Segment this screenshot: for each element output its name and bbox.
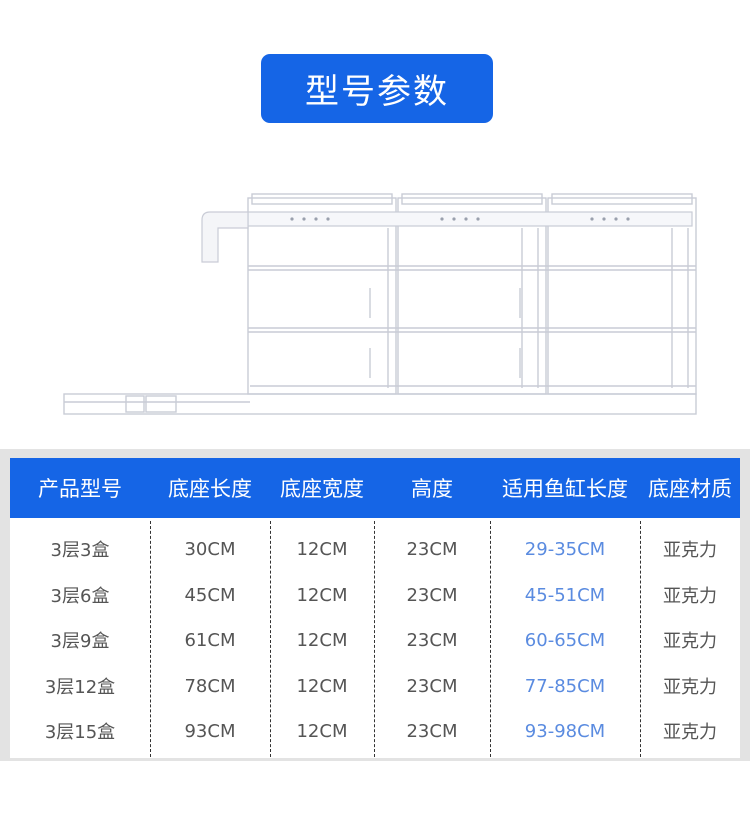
cell-base-material: 亚克力 [663, 722, 717, 743]
table-row: 3层9盒 61CM 12CM 23CM 60-65CM 亚克力 [10, 617, 740, 663]
column-divider [374, 521, 375, 757]
cell-model: 3层6盒 [50, 586, 110, 607]
column-divider [640, 521, 641, 757]
cell-height: 23CM [406, 538, 458, 560]
cell-height: 23CM [406, 720, 458, 742]
table-row: 3层6盒 45CM 12CM 23CM 45-51CM 亚克力 [10, 572, 740, 618]
cell-base-width: 12CM [296, 720, 348, 742]
cell-base-material: 亚克力 [663, 586, 717, 607]
title-badge: 型号参数 [261, 54, 493, 123]
header-height: 高度 [411, 477, 453, 501]
cell-model: 3层12盒 [44, 677, 116, 698]
cell-base-material: 亚克力 [663, 677, 717, 698]
cell-tank-length: 29-35CM [524, 538, 606, 560]
cell-base-width: 12CM [296, 584, 348, 606]
table-row: 3层12盒 78CM 12CM 23CM 77-85CM 亚克力 [10, 663, 740, 709]
cell-model: 3层9盒 [50, 631, 110, 652]
cell-tank-length: 77-85CM [524, 675, 606, 697]
header-base-length: 底座长度 [168, 477, 252, 501]
column-divider [150, 521, 151, 757]
cell-height: 23CM [406, 584, 458, 606]
table-row: 3层3盒 30CM 12CM 23CM 29-35CM 亚克力 [10, 526, 740, 572]
header-tank-length: 适用鱼缸长度 [502, 477, 628, 501]
cell-height: 23CM [406, 675, 458, 697]
cell-base-width: 12CM [296, 538, 348, 560]
cell-model: 3层15盒 [44, 722, 116, 743]
table-row: 3层15盒 93CM 12CM 23CM 93-98CM 亚克力 [10, 708, 740, 754]
table-header: 产品型号 底座长度 底座宽度 高度 适用鱼缸长度 底座材质 [10, 458, 740, 518]
cell-base-length: 93CM [184, 720, 236, 742]
cell-tank-length: 45-51CM [524, 584, 606, 606]
cell-tank-length: 93-98CM [524, 720, 606, 742]
header-model: 产品型号 [38, 477, 122, 501]
page-title: 型号参数 [305, 72, 449, 112]
cell-base-material: 亚克力 [663, 631, 717, 652]
cell-base-material: 亚克力 [663, 540, 717, 561]
column-divider [490, 521, 491, 757]
cell-base-length: 45CM [184, 584, 236, 606]
column-divider [270, 521, 271, 757]
cell-tank-length: 60-65CM [524, 629, 606, 651]
cell-base-length: 78CM [184, 675, 236, 697]
header-base-material: 底座材质 [648, 477, 732, 501]
product-image [63, 193, 697, 415]
header-base-width: 底座宽度 [280, 477, 364, 501]
cell-base-length: 61CM [184, 629, 236, 651]
cell-base-width: 12CM [296, 675, 348, 697]
cell-base-length: 30CM [184, 538, 236, 560]
cell-model: 3层3盒 [50, 540, 110, 561]
cell-height: 23CM [406, 629, 458, 651]
cell-base-width: 12CM [296, 629, 348, 651]
